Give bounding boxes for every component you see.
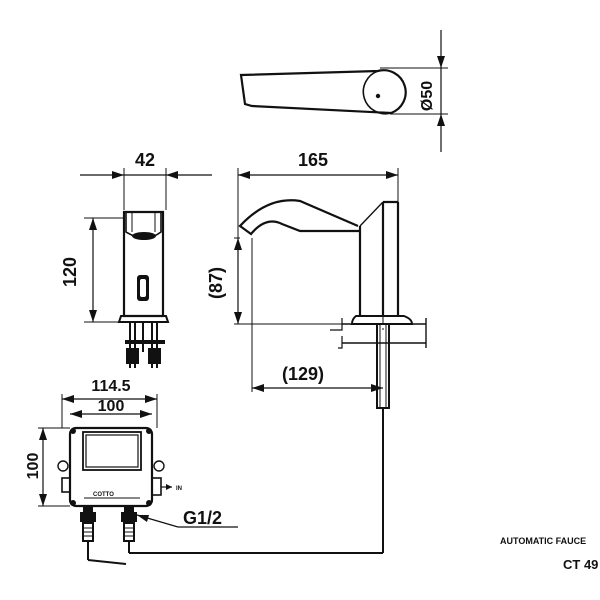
box-inlet-mark: IN <box>176 486 182 492</box>
dim-box-width-outer: 114.5 <box>91 378 130 395</box>
caption-model: CT 49 <box>563 557 598 572</box>
dim-box-width-inner: 100 <box>98 398 125 415</box>
dim-side-width: 42 <box>135 150 155 170</box>
dim-front-width: 165 <box>298 150 328 170</box>
front-view: 165 (87) (129) <box>206 150 427 553</box>
top-view: Ø50 <box>239 30 448 152</box>
control-box: 114.5 100 IN COTTO 100 <box>25 378 383 565</box>
dim-side-height: 120 <box>60 257 80 287</box>
dim-thread: G1/2 <box>183 508 222 528</box>
box-brand-logo: COTTO <box>93 492 114 498</box>
dim-front-reach: (129) <box>282 364 324 384</box>
dim-top-diameter: Ø50 <box>419 81 436 111</box>
title-block: AUTOMATIC FAUCE CT 49 <box>500 536 598 572</box>
dim-box-height: 100 <box>25 453 42 480</box>
side-view: 42 120 <box>60 150 212 368</box>
caption-title: AUTOMATIC FAUCE <box>500 536 586 546</box>
dim-front-height: (87) <box>206 267 226 299</box>
